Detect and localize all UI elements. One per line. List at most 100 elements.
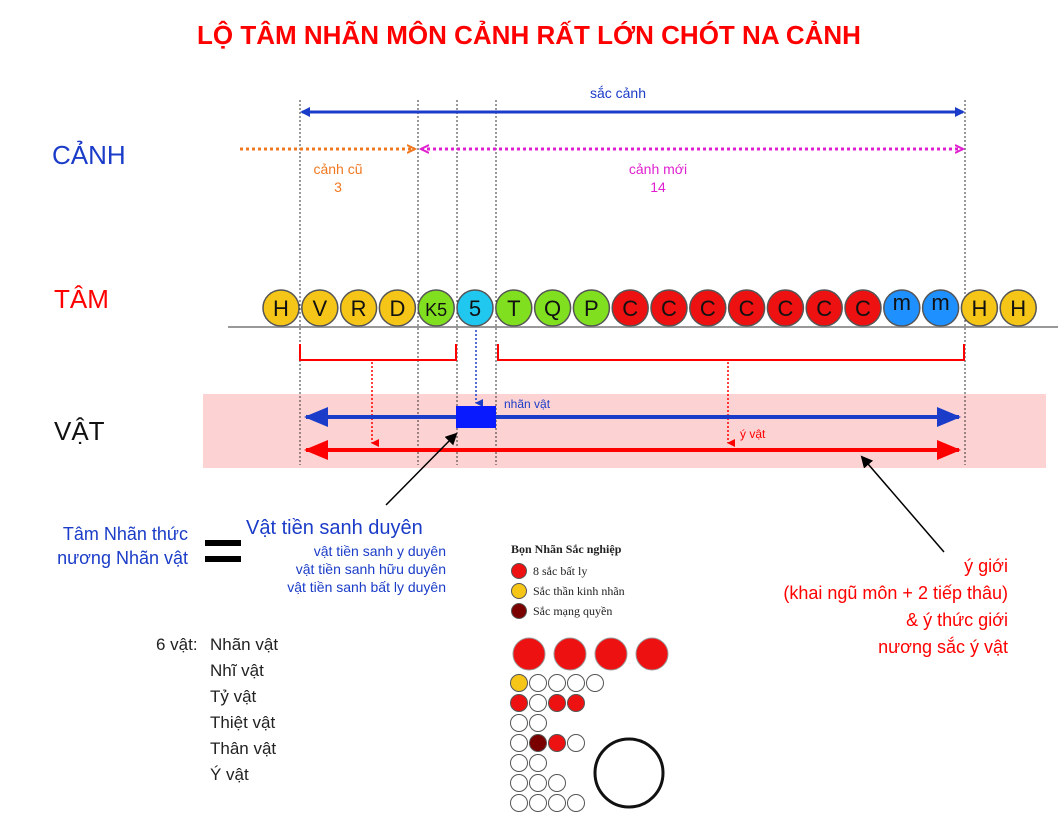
tam-circle: C — [650, 289, 688, 327]
legend-item-8-sac: 8 sắc bất ly — [511, 561, 625, 581]
equation-right: Vật tiền sanh duyên vật tiền sanh y duyê… — [246, 517, 446, 596]
six-vat-item: Nhãn vật — [210, 635, 279, 654]
vat-tien-sanh-bat-ly-duyen: vật tiền sanh bất ly duyên — [287, 579, 446, 595]
pointer-vat-tien-sanh — [385, 432, 458, 506]
tam-circle: R — [339, 289, 378, 327]
tam-circle-label: T — [507, 296, 520, 321]
grid-dot — [529, 754, 547, 772]
tam-circle-label: K5 — [425, 300, 447, 320]
tam-circle-label: m — [893, 290, 911, 315]
grid-dot — [510, 734, 528, 752]
nhan-vat-label: nhãn vật — [504, 397, 551, 411]
bracket-right — [497, 344, 965, 361]
tam-circle-label: C — [816, 296, 832, 321]
nhan-sac-dot-grid — [510, 637, 669, 812]
yellow-dot-icon — [511, 583, 527, 599]
grid-dot — [510, 754, 528, 772]
tam-circle-label: D — [389, 296, 405, 321]
vat-band — [203, 394, 1046, 468]
six-vat-item: Ý vật — [210, 765, 249, 784]
grid-dot — [586, 674, 604, 692]
tam-circle-label: C — [661, 296, 677, 321]
grid-dot — [548, 774, 566, 792]
grid-dot — [529, 734, 547, 752]
six-vat-item: Nhĩ vật — [210, 661, 264, 680]
grid-dot — [510, 714, 528, 732]
row-label-canh: CẢNH — [52, 140, 126, 170]
grid-dot — [529, 674, 547, 692]
grid-dot — [529, 774, 547, 792]
legend-title: Bọn Nhãn Sắc nghiệp — [511, 542, 622, 556]
equation-left-line2: nương Nhãn vật — [57, 548, 188, 568]
y-gioi-line1: ý giới — [964, 556, 1008, 576]
tam-circle-label: P — [584, 296, 599, 321]
tam-circle: m — [883, 289, 921, 327]
grid-dot — [567, 734, 585, 752]
tam-circle-label: H — [1010, 296, 1026, 321]
equation-left: Tâm Nhãn thức nương Nhãn vật — [20, 522, 188, 570]
guide-lines — [299, 100, 966, 465]
six-vat-item: Thân vật — [210, 739, 277, 758]
grid-dot — [510, 694, 528, 712]
canh-cu-label: cảnh cũ — [313, 161, 362, 177]
grid-dot — [510, 774, 528, 792]
pointer-y-gioi — [860, 455, 945, 553]
legend-label: 8 sắc bất ly — [533, 563, 588, 578]
grid-dot — [548, 674, 566, 692]
tam-circle: K5 — [417, 289, 455, 327]
legend-item-mang-quyen: Sắc mạng quyền — [511, 601, 625, 621]
tam-circle-label: C — [622, 296, 638, 321]
equation-left-line1: Tâm Nhãn thức — [62, 524, 188, 544]
legend-label: Sắc mạng quyền — [533, 603, 613, 618]
tam-circle-label: C — [855, 296, 871, 321]
tam-circle: H — [999, 289, 1037, 327]
legend-label: Sắc thần kinh nhãn — [533, 583, 625, 598]
grid-dot — [529, 694, 547, 712]
tam-circle-label: H — [273, 296, 289, 321]
grid-dot — [529, 794, 547, 812]
row-label-vat: VẬT — [54, 416, 105, 446]
tam-circle-label: C — [777, 296, 793, 321]
grid-dot — [567, 794, 585, 812]
sac-canh-label: sắc cảnh — [590, 85, 646, 101]
tam-circle-label: C — [739, 296, 755, 321]
grid-dot — [510, 674, 528, 692]
tam-circle-label: C — [700, 296, 716, 321]
tam-circle-label: V — [312, 296, 327, 321]
y-gioi-block: ý giới (khai ngũ môn + 2 tiếp thâu) & ý … — [700, 553, 1008, 661]
tam-circle: Q — [533, 289, 572, 327]
red-dot-icon — [511, 563, 527, 579]
bracket-left — [299, 344, 457, 361]
red-dot-large — [512, 637, 546, 671]
grid-dot — [548, 694, 566, 712]
tam-circle: C — [766, 289, 805, 327]
tam-circle: V — [301, 289, 339, 327]
tam-circle: C — [844, 289, 882, 327]
equals-top — [205, 540, 241, 546]
vat-tien-sanh-huu-duyen: vật tiền sanh hữu duyên — [295, 561, 446, 577]
tam-circle-label: R — [351, 296, 367, 321]
red-dot-large — [635, 637, 669, 671]
grid-dot — [510, 794, 528, 812]
tam-circle: 5 — [456, 289, 494, 327]
six-vat-item: Thiệt vật — [210, 713, 276, 732]
tam-circle-label: m — [931, 290, 949, 315]
canh-moi-count: 14 — [650, 179, 666, 195]
tam-circle: T — [495, 289, 533, 327]
tam-circle: C — [805, 289, 843, 327]
tam-circle-label: H — [971, 296, 987, 321]
tam-circle: C — [727, 289, 766, 327]
y-gioi-line2: (khai ngũ môn + 2 tiếp thâu) — [783, 583, 1008, 603]
vat-tien-sanh-duyen-title: Vật tiền sanh duyên — [246, 517, 423, 539]
tam-circle-label: 5 — [469, 296, 481, 321]
dark-red-dot-icon — [511, 603, 527, 619]
equals-bottom — [205, 556, 241, 562]
six-vat-item: Tỷ vật — [210, 687, 257, 706]
canh-cu-count: 3 — [334, 179, 342, 195]
tam-circle: C — [611, 289, 649, 327]
tam-circle: P — [572, 289, 611, 327]
six-vat-list: Nhãn vật Nhĩ vật Tỷ vật Thiệt vật Thân v… — [210, 632, 278, 788]
row-label-tam: TÂM — [54, 284, 109, 314]
